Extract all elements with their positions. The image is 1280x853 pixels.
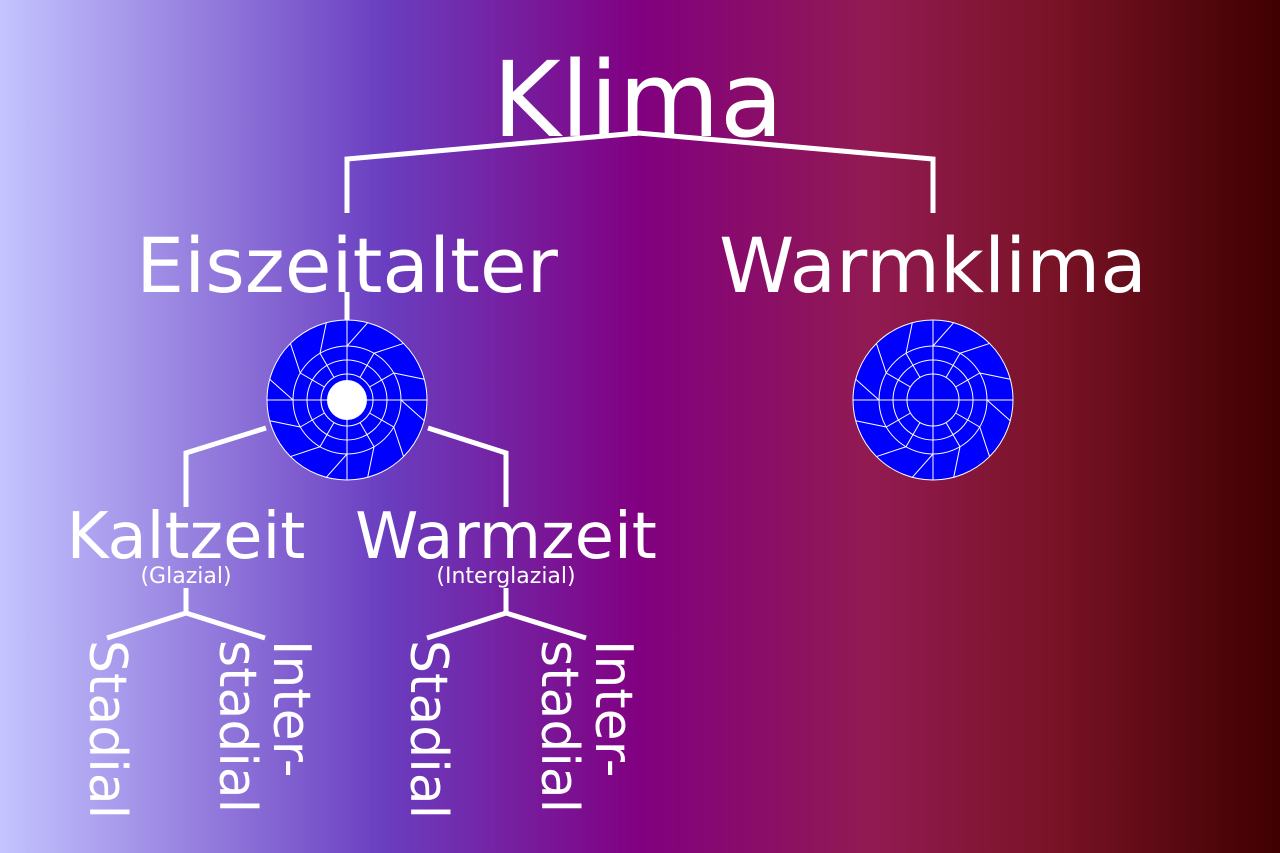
- node-kaltzeit: Kaltzeit: [66, 500, 306, 574]
- leaf-cold-interstadial: Inter-stadial: [207, 640, 321, 814]
- connector-klima: [344, 130, 936, 213]
- branch-warmklima: Warmklima: [719, 221, 1147, 310]
- diagram-title: Klima: [492, 39, 784, 161]
- connector-warmz-leaves-r: [505, 610, 587, 641]
- leaf-warm-stadial: Stadial: [398, 640, 458, 820]
- connector-warmz: [427, 425, 509, 507]
- leaf-cold-stadial: Stadial: [77, 640, 137, 820]
- globe-with-ice-cap-icon: [266, 319, 428, 481]
- connector-kalt-leaves-r: [185, 610, 266, 641]
- connector-kalt: [183, 425, 267, 507]
- branch-eiszeitalter: Eiszeitalter: [136, 221, 558, 310]
- connector-kalt-leaves: [106, 588, 189, 641]
- node-warmzeit: Warmzeit: [355, 500, 657, 574]
- leaf-warm-interstadial: Inter-stadial: [529, 640, 643, 814]
- connector-warmz-leaves: [426, 588, 509, 641]
- ice-cap-icon: [327, 380, 367, 420]
- globe-icon: [852, 319, 1014, 481]
- note-interglazial: (Interglazial): [436, 564, 576, 589]
- note-glazial: (Glazial): [140, 564, 232, 589]
